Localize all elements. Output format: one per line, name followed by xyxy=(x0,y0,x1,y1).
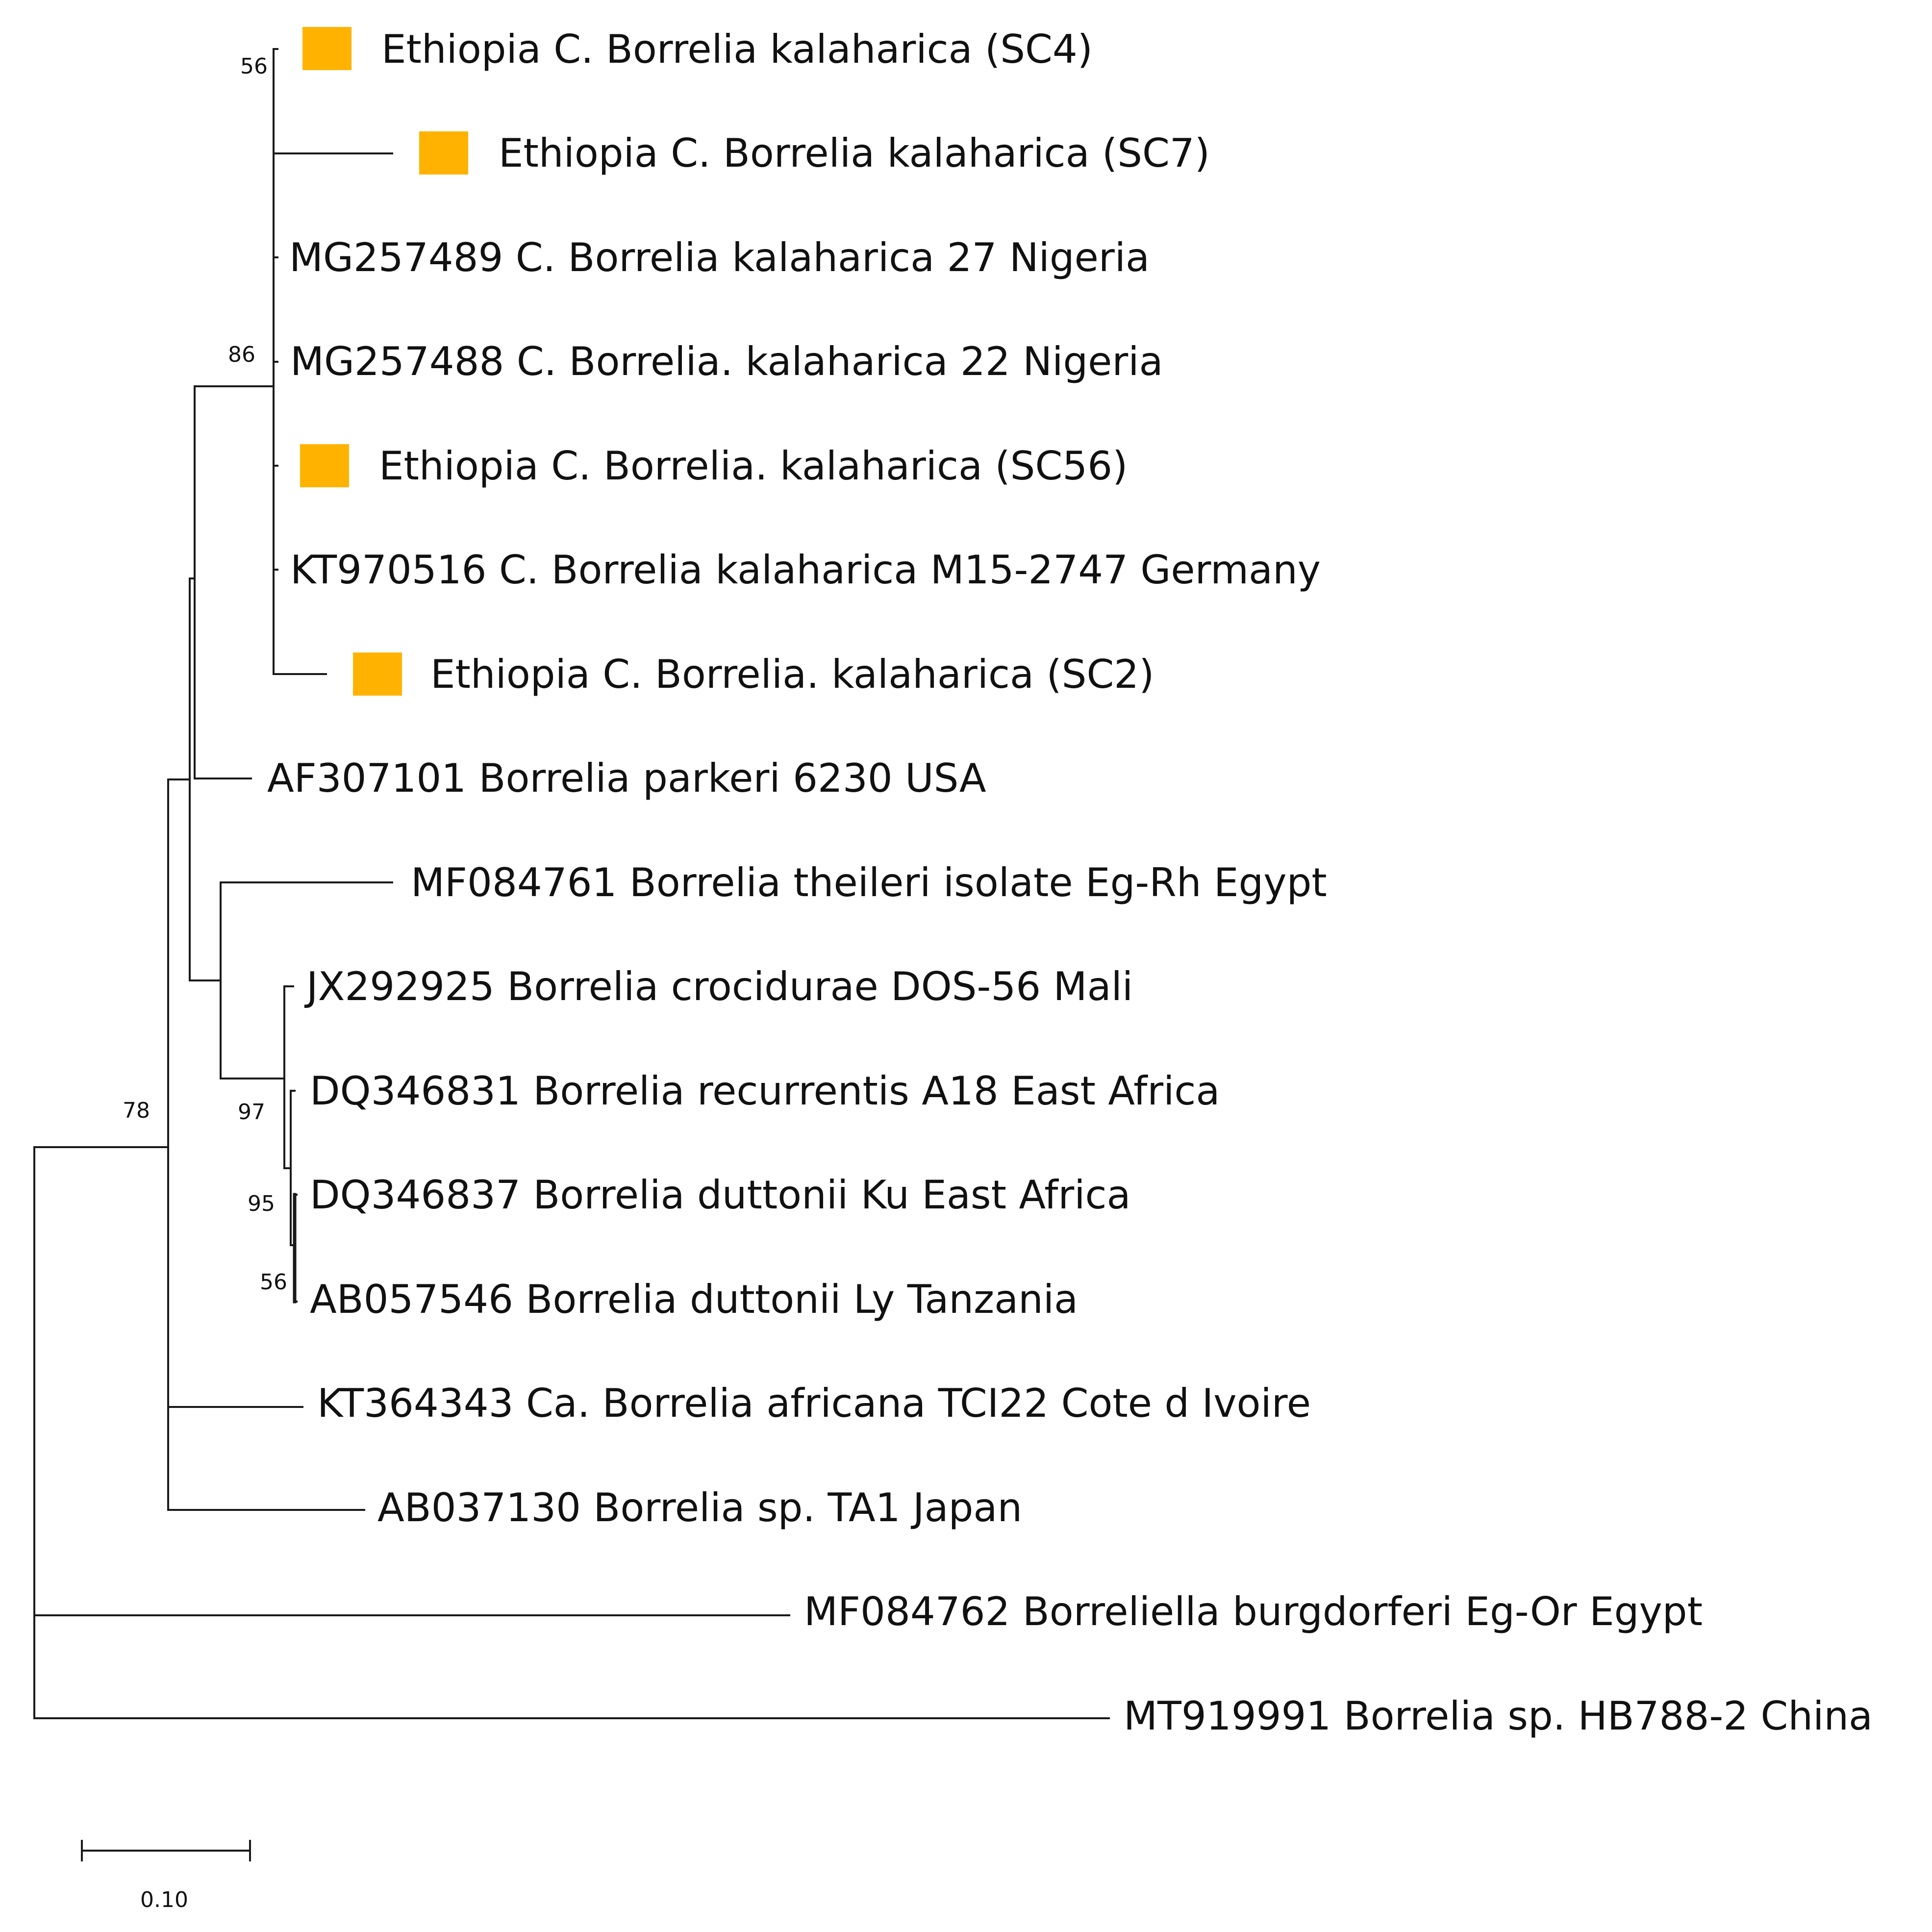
leaf-labels: Ethiopia C. Borrelia kalaharica (SC4) Et… xyxy=(267,26,1873,1739)
leaf-label: KT970516 C. Borrelia kalaharica M15-2747… xyxy=(290,547,1321,593)
leaf-label: Ethiopia C. Borrelia kalaharica (SC7) xyxy=(499,130,1210,176)
leaf-label: AB057546 Borrelia duttonii Ly Tanzania xyxy=(310,1277,1078,1322)
leaf-label: MF084762 Borreliella burgdorferi Eg-Or E… xyxy=(804,1589,1703,1634)
leaf-label: DQ346831 Borrelia recurrentis A18 East A… xyxy=(310,1068,1220,1114)
scale-bar-label: 0.10 xyxy=(140,1887,188,1912)
ethiopia-sample-marker-sc56 xyxy=(300,444,349,487)
bootstrap-value: 95 xyxy=(248,1191,275,1216)
bootstrap-value: 86 xyxy=(228,342,255,367)
leaf-label: JX292925 Borrelia crocidurae DOS-56 Mali xyxy=(304,964,1133,1009)
scale-bar-line xyxy=(81,1840,251,1861)
bootstrap-value: 56 xyxy=(240,54,268,79)
sample-markers xyxy=(300,27,468,696)
ethiopia-sample-marker-sc4 xyxy=(302,27,351,70)
leaf-label: Ethiopia C. Borrelia. kalaharica (SC56) xyxy=(379,443,1128,489)
leaf-label: MG257488 C. Borrelia. kalaharica 22 Nige… xyxy=(290,339,1163,384)
tree-branches xyxy=(33,48,1110,1719)
leaf-label: KT364343 Ca. Borrelia africana TCI22 Cot… xyxy=(317,1380,1311,1426)
ethiopia-sample-marker-sc2 xyxy=(353,652,402,696)
scale-bar: 0.10 xyxy=(81,1840,251,1912)
leaf-label: AF307101 Borrelia parkeri 6230 USA xyxy=(267,755,986,801)
leaf-label: MT919991 Borrelia sp. HB788-2 China xyxy=(1124,1693,1873,1739)
leaf-label: Ethiopia C. Borrelia kalaharica (SC4) xyxy=(381,26,1093,72)
bootstrap-value: 97 xyxy=(238,1100,265,1125)
ethiopia-sample-marker-sc7 xyxy=(419,131,468,175)
bootstrap-values: 56 86 78 97 95 56 xyxy=(123,54,287,1295)
leaf-label: MF084761 Borrelia theileri isolate Eg-Rh… xyxy=(411,860,1327,905)
leaf-label: Ethiopia C. Borrelia. kalaharica (SC2) xyxy=(430,652,1154,697)
bootstrap-value: 78 xyxy=(123,1098,150,1123)
leaf-label: DQ346837 Borrelia duttonii Ku East Afric… xyxy=(310,1172,1131,1218)
leaf-label: MG257489 C. Borrelia kalaharica 27 Niger… xyxy=(289,235,1150,280)
leaf-label: AB037130 Borrelia sp. TA1 Japan xyxy=(377,1485,1022,1531)
bootstrap-value: 56 xyxy=(260,1270,287,1295)
